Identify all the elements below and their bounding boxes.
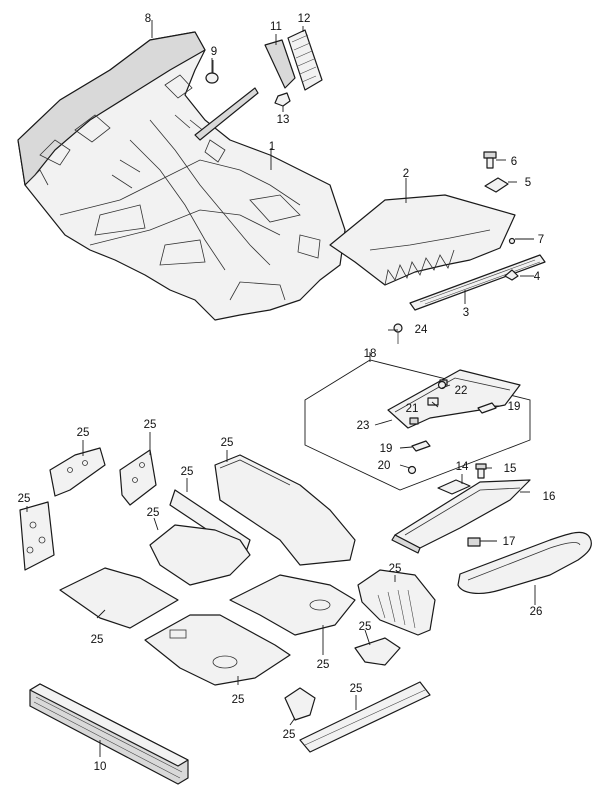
panel-part-2: [329, 178, 516, 286]
callout-7: 7: [538, 234, 544, 246]
sill-plate-part-3: [409, 254, 546, 311]
callout-25: 25: [317, 659, 330, 671]
callout-25: 25: [181, 466, 194, 478]
callout-17: 17: [503, 536, 516, 548]
callout-4: 4: [534, 271, 541, 283]
clip-part-21: [427, 397, 439, 406]
callout-21: 21: [406, 403, 419, 415]
pad-25-i: [144, 614, 291, 686]
callout-25: 25: [232, 694, 245, 706]
insulator-part-10: [29, 683, 189, 785]
callout-3: 3: [463, 307, 469, 319]
callout-25: 25: [283, 729, 296, 741]
callout-16: 16: [543, 491, 556, 503]
callout-11: 11: [270, 21, 282, 33]
plug-part-9: [205, 58, 219, 84]
bolt-part-15: [475, 463, 487, 479]
callout-24: 24: [415, 324, 428, 336]
tray-assembly-part-18: [304, 352, 531, 491]
callout-25: 25: [221, 437, 234, 449]
bolt-part-6: [483, 151, 506, 169]
floor-panel-assembly: [17, 31, 346, 321]
callout-15: 15: [504, 463, 517, 475]
callout-23: 23: [357, 420, 370, 432]
pad-25-e: [214, 454, 356, 566]
screw-part-20: [407, 465, 417, 475]
pad-25-l: [284, 687, 316, 721]
pad-25-m: [299, 681, 431, 753]
callout-14: 14: [456, 461, 469, 473]
callout-6: 6: [511, 156, 517, 168]
seal-part-26: [457, 531, 592, 605]
leader-lines: [26, 20, 534, 726]
pad-25-b: [49, 447, 106, 497]
callout-25: 25: [77, 427, 90, 439]
callout-25: 25: [350, 683, 363, 695]
callout-25: 25: [18, 493, 31, 505]
callout-25: 25: [389, 563, 402, 575]
pad-part-12: [287, 29, 323, 91]
clip-part-19a: [477, 402, 497, 414]
callout-20: 20: [378, 460, 391, 472]
callout-9: 9: [211, 46, 217, 58]
pad-25-g: [59, 567, 179, 629]
pad-25-j: [357, 569, 436, 636]
callout-25: 25: [144, 419, 157, 431]
screw-part-22: [437, 380, 447, 390]
pad-25-h: [229, 574, 356, 636]
callout-25: 25: [359, 621, 372, 633]
pad-25-k: [354, 637, 401, 666]
callout-1: 1: [269, 141, 275, 153]
tray-part-23: [387, 369, 521, 429]
callout-labels: 8 9 11 12 13 1 6 5 2 7 4 3 24 18 22 21 1…: [18, 13, 556, 773]
callout-25: 25: [147, 507, 160, 519]
clip-part-17: [467, 537, 497, 547]
callout-19-a: 19: [508, 401, 521, 413]
callout-5: 5: [525, 177, 531, 189]
callout-12: 12: [298, 13, 311, 25]
clip-part-7: [508, 237, 534, 245]
pad-25-f: [149, 524, 251, 586]
nut-part-13: [274, 92, 291, 112]
callout-22: 22: [455, 385, 468, 397]
pad-25-c: [119, 449, 157, 506]
clip-part-4: [504, 269, 519, 281]
callout-13: 13: [277, 114, 290, 126]
clip-part-19b: [411, 440, 431, 452]
callout-2: 2: [403, 168, 409, 180]
callout-8: 8: [145, 13, 151, 25]
callout-19-b: 19: [380, 443, 393, 455]
pad-25-a: [19, 501, 55, 571]
callout-18: 18: [364, 348, 377, 360]
screw-part-24: [393, 323, 403, 344]
callout-25: 25: [91, 634, 104, 646]
callout-10: 10: [94, 761, 107, 773]
callout-26: 26: [530, 606, 543, 618]
bracket-part-5: [484, 177, 517, 193]
tray-part-16: [391, 479, 531, 554]
